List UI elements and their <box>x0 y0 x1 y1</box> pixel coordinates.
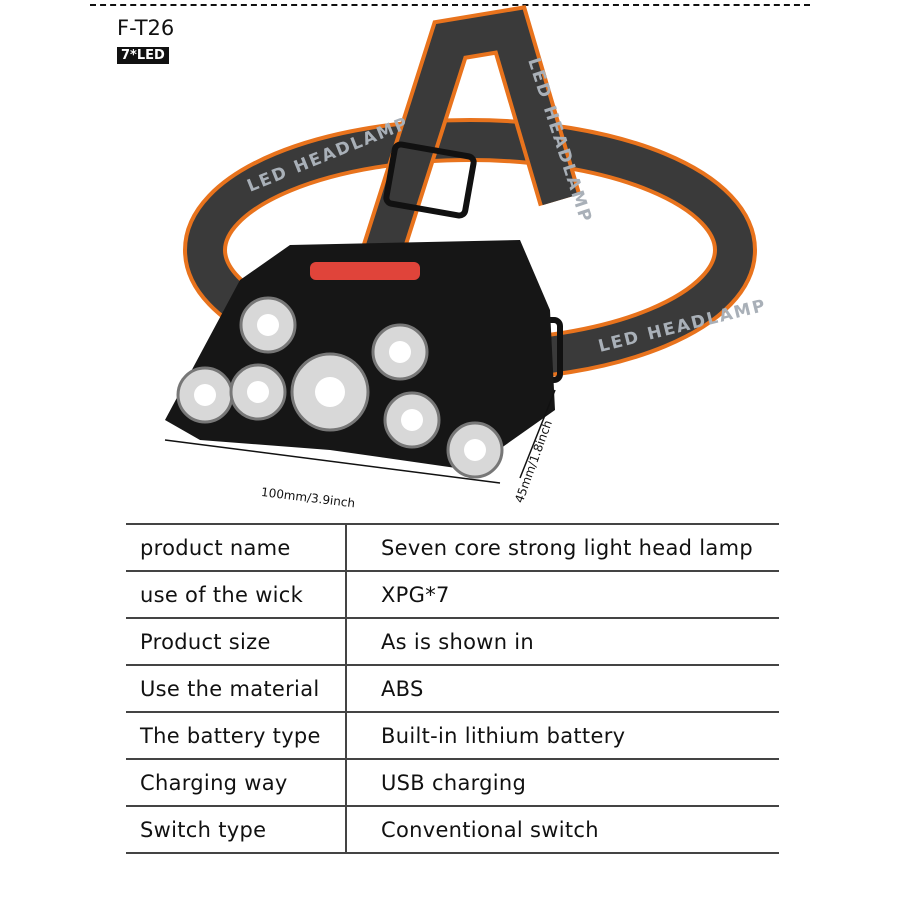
lamp-body <box>165 240 555 479</box>
spec-value: XPG*7 <box>346 570 779 619</box>
spec-label: product name <box>126 523 347 572</box>
headlamp-image: LED HEADLAMP LED HEADLAMP LED HEADLAMP <box>164 5 769 484</box>
spec-label: The battery type <box>126 711 347 760</box>
height-dimension-line <box>519 389 556 479</box>
spec-value: As is shown in <box>346 617 779 666</box>
model-number: F-T26 <box>117 16 175 40</box>
width-dimension-line <box>164 439 501 484</box>
power-button <box>310 262 420 280</box>
spec-value: Built-in lithium battery <box>346 711 779 760</box>
spec-value: ABS <box>346 664 779 713</box>
spec-label: Charging way <box>126 758 347 807</box>
dashed-divider <box>90 4 810 6</box>
led-count-badge: 7*LED <box>117 47 169 64</box>
spec-value: USB charging <box>346 758 779 807</box>
spec-label: use of the wick <box>126 570 347 619</box>
spec-label: Switch type <box>126 805 347 854</box>
spec-value: Seven core strong light head lamp <box>346 523 779 572</box>
spec-value: Conventional switch <box>346 805 779 854</box>
spec-label: Product size <box>126 617 347 666</box>
spec-label: Use the material <box>126 664 347 713</box>
